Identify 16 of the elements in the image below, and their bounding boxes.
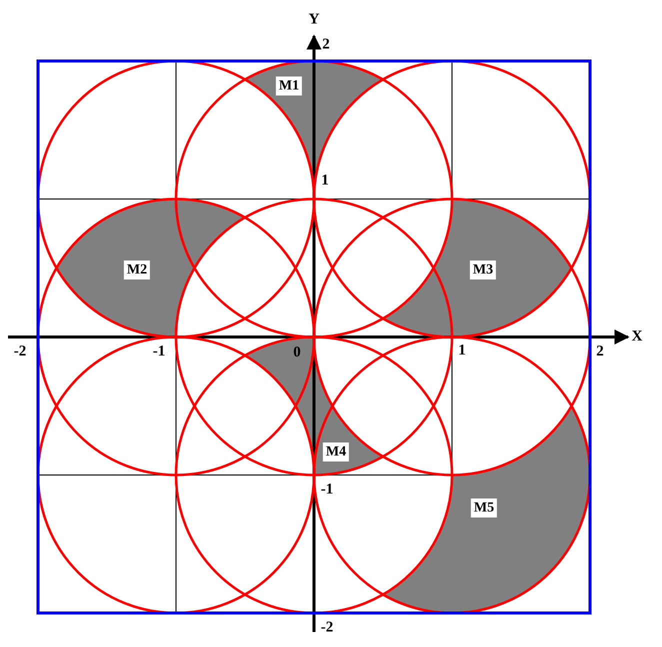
tick-label: -1 [152,344,166,360]
region-label: M1 [276,76,302,96]
tick-label: 2 [596,344,604,360]
tick-label: -1 [320,482,334,498]
axis-label: X [632,328,642,346]
axis-label: Y [308,12,320,28]
region-label: M5 [470,498,498,518]
tick-label: 2 [322,36,330,54]
region-label: M2 [124,260,150,280]
region-label: M3 [470,260,496,280]
tick-label: -2 [320,620,334,636]
tick-label: -2 [14,344,26,360]
region-label: M4 [322,442,350,462]
tick-label: 1 [458,342,466,360]
tick-label: 0 [293,344,301,362]
tick-label: 1 [321,172,329,190]
